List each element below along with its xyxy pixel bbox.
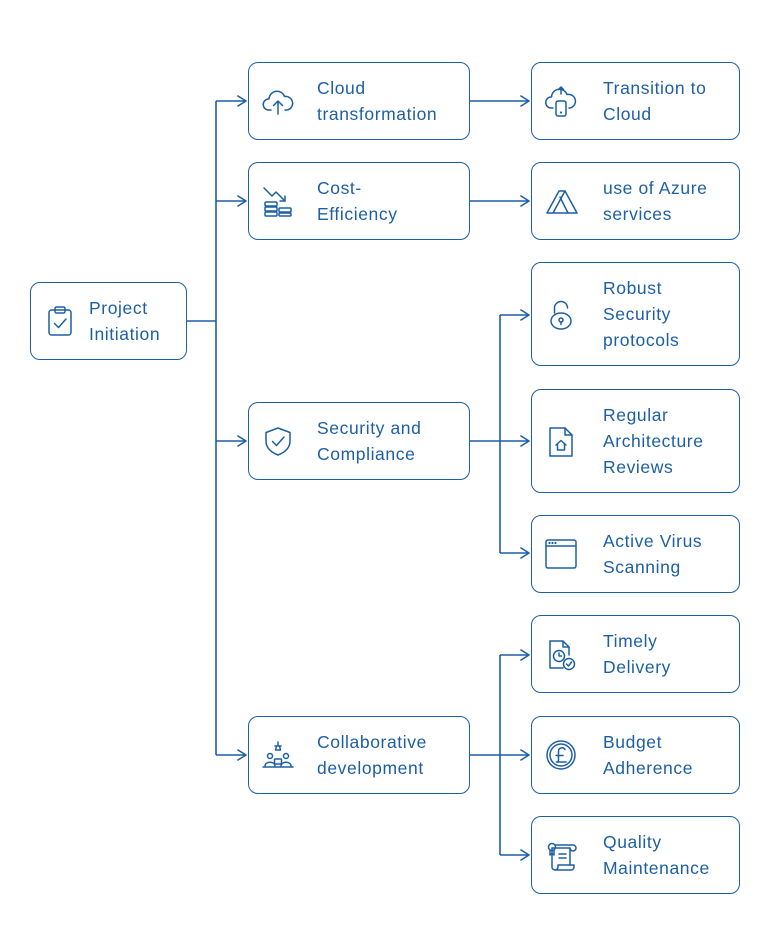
certificate-scroll-icon [544,838,578,872]
clock-document-icon-graphic [549,640,576,671]
node-label: Transition to Cloud [603,78,707,124]
team-meeting-icon-graphic [262,741,294,768]
node-label: Project Initiation [89,298,161,344]
node-transition-to-cloud: Transition to Cloud [531,62,740,140]
shield-check-icon [261,424,295,458]
node-label: Regular Architecture Reviews [603,405,704,477]
pound-coin-icon [544,738,578,772]
pound-coin-icon-graphic [546,740,576,770]
node-label: use of Azure services [603,178,708,224]
padlock-icon-graphic [550,300,572,330]
house-document-icon [544,424,578,458]
node-cost-efficiency: Cost-Efficiency [248,162,470,240]
node-label: Security and Compliance [317,418,422,464]
padlock-icon [544,297,578,331]
node-label: Robust Security protocols [603,278,680,350]
node-label: Active Virus Scanning [603,531,703,577]
node-timely-delivery: Timely Delivery [531,615,740,693]
node-virus-scanning: Active Virus Scanning [531,515,740,593]
node-quality-maintenance: Quality Maintenance [531,816,740,894]
node-architecture-reviews: Regular Architecture Reviews [531,389,740,493]
node-use-of-azure: use of Azure services [531,162,740,240]
shield-check-icon-graphic [265,427,291,456]
clipboard-check-icon [43,304,77,338]
node-label: Budget Adherence [603,732,694,778]
node-collaborative-development: Collaborative development [248,716,470,794]
browser-window-icon-graphic [545,539,577,569]
certificate-scroll-icon-graphic [547,842,577,871]
cloud-upload-icon [261,84,295,118]
node-label: Quality Maintenance [603,832,710,878]
cost-reduction-icon [261,184,295,218]
clipboard-check-icon-graphic [48,306,72,336]
clock-document-icon [544,637,578,671]
node-cloud-transformation: Cloud transformation [248,62,470,140]
house-document-icon-graphic [549,427,573,457]
node-robust-security: Robust Security protocols [531,262,740,366]
browser-window-icon [544,537,578,571]
node-label: Timely Delivery [603,631,672,677]
azure-logo-icon [544,184,578,218]
cloud-device-icon-graphic [545,86,577,117]
node-security-compliance: Security and Compliance [248,402,470,480]
cost-reduction-icon-graphic [263,187,292,217]
cloud-device-icon [544,84,578,118]
node-label: Cost-Efficiency [317,178,398,224]
node-project-initiation: Project Initiation [30,282,187,360]
node-label: Collaborative development [317,732,427,778]
azure-logo-icon-graphic [546,190,578,214]
node-label: Cloud transformation [317,78,438,124]
cloud-upload-icon-graphic [262,90,294,115]
node-budget-adherence: Budget Adherence [531,716,740,794]
team-meeting-icon [261,738,295,772]
